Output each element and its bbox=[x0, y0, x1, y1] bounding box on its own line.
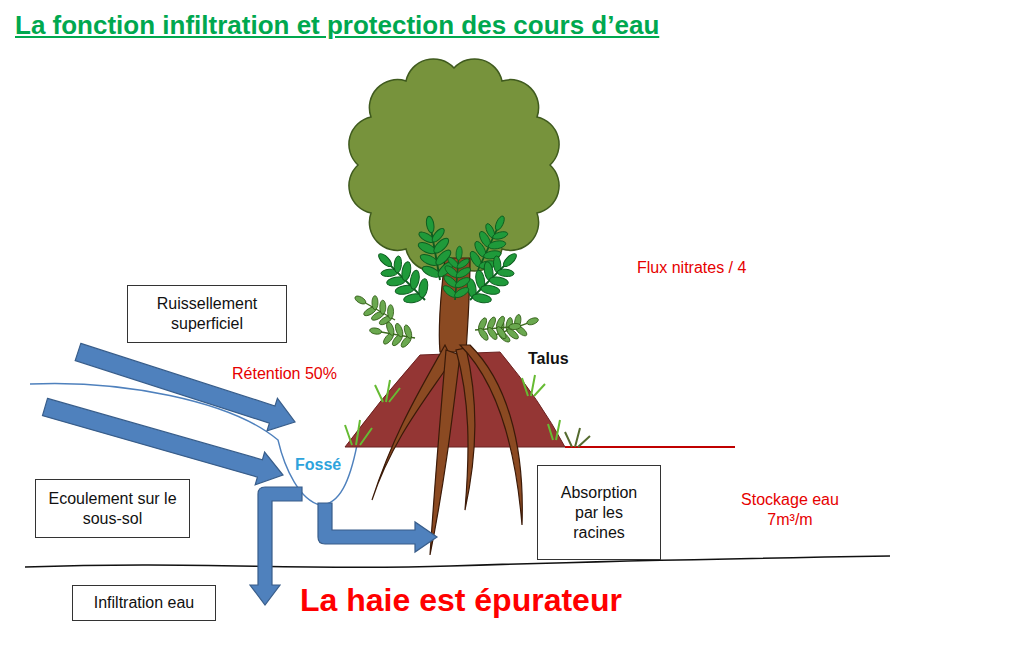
title: La fonction infiltration et protection d… bbox=[15, 10, 659, 41]
text-box: Absorption par les racines bbox=[537, 465, 661, 560]
leaf-sprig bbox=[458, 242, 529, 313]
absorption-arrow bbox=[318, 503, 437, 552]
text-box: Infiltration eau bbox=[72, 585, 216, 621]
box-text: Ruissellement superficiel bbox=[138, 294, 276, 334]
text-box: Ecoulement sur le sous-sol bbox=[35, 479, 190, 538]
tree-canopy bbox=[349, 59, 559, 271]
retention-note: Rétention 50% bbox=[232, 364, 337, 384]
nitrate-note: Flux nitrates / 4 bbox=[637, 258, 746, 278]
leaf-sprig bbox=[349, 286, 401, 331]
root bbox=[430, 350, 460, 555]
grass bbox=[565, 428, 590, 447]
leaf-sprig bbox=[368, 318, 418, 351]
subsoil-flow-arrow bbox=[43, 398, 284, 484]
box-text: Absorption par les racines bbox=[548, 483, 650, 543]
caption: La haie est épurateur bbox=[300, 582, 622, 619]
storage-note: Stockage eau 7m³/m bbox=[735, 490, 845, 530]
text-box: Ruissellement superficiel bbox=[127, 285, 287, 343]
root bbox=[456, 348, 475, 510]
root bbox=[460, 345, 522, 525]
leaf-sprig bbox=[440, 245, 474, 301]
subsoil-line bbox=[25, 556, 890, 567]
box-text: Infiltration eau bbox=[94, 593, 195, 613]
infiltration-arrow bbox=[250, 487, 302, 605]
ground-surface bbox=[565, 446, 735, 448]
part-name: Talus bbox=[528, 349, 569, 369]
part-name: Fossé bbox=[293, 455, 343, 475]
leaf-sprig bbox=[474, 313, 522, 342]
box-text: Ecoulement sur le sous-sol bbox=[46, 489, 179, 529]
